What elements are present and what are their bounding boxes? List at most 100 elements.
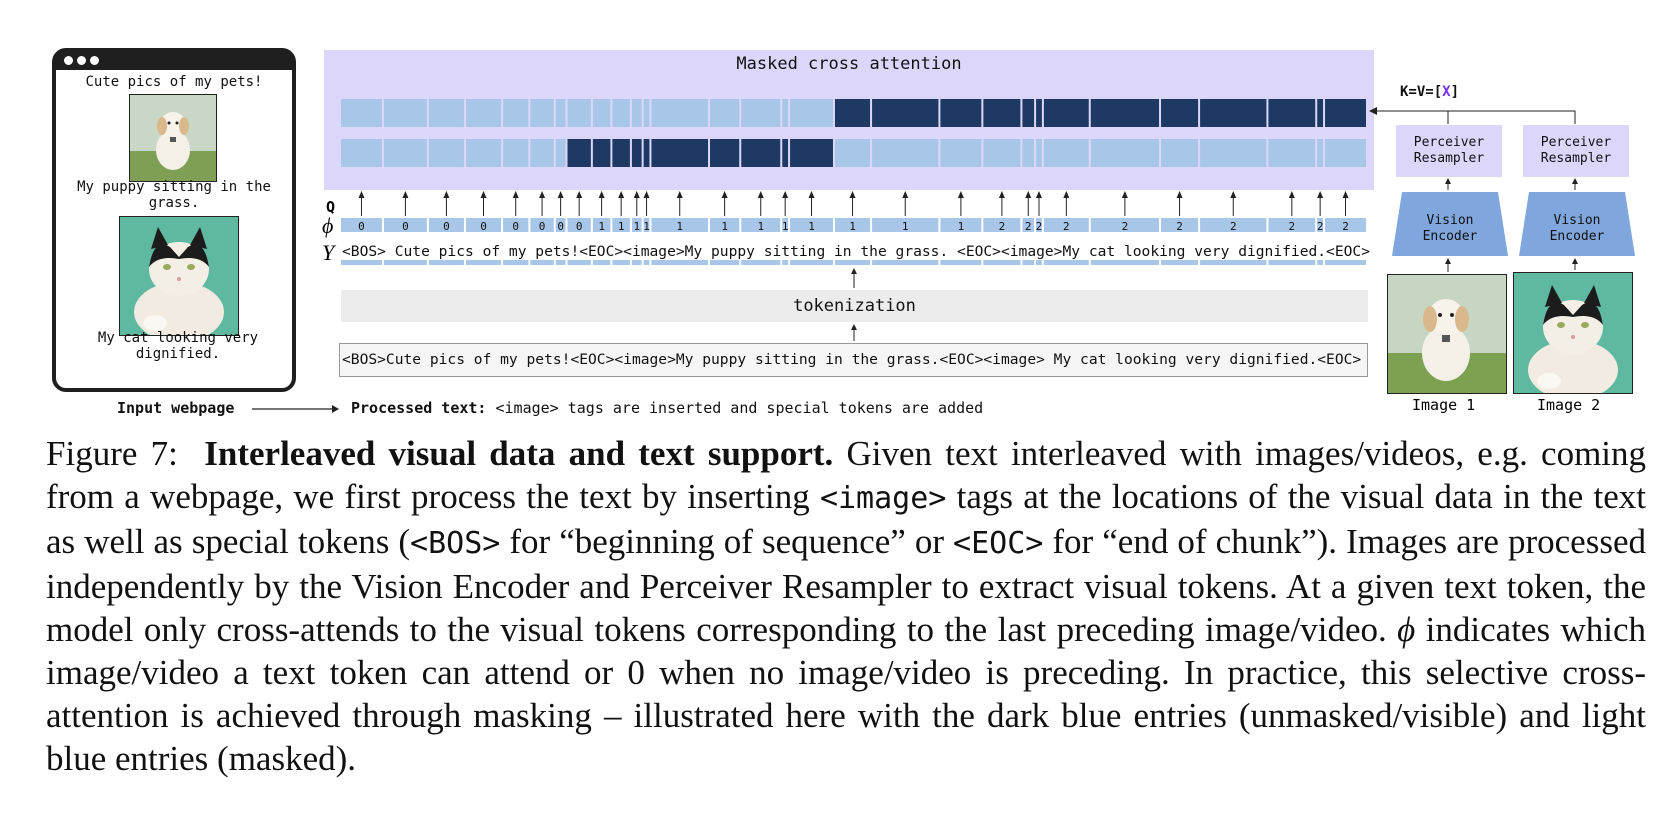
arrow-right-icon <box>252 405 339 413</box>
window-dot-icon <box>77 56 86 65</box>
processed-text-label: Processed text: <image> tags are inserte… <box>351 399 983 417</box>
phi-cell <box>983 218 1021 232</box>
phi-value: 1 <box>757 220 764 233</box>
y-underline-cell <box>465 260 502 265</box>
caption-part-4: for “end of chunk”). Images are processe… <box>46 522 1646 649</box>
arrow-up-icon <box>1230 191 1237 198</box>
y-underline-cell <box>1200 260 1267 265</box>
y-underline-cell <box>1161 260 1199 265</box>
y-underline-cell <box>1317 260 1324 265</box>
y-underline-cell <box>555 260 566 265</box>
phi-value: 2 <box>1289 220 1296 233</box>
phi-cell <box>651 218 709 232</box>
phi-cell <box>1317 218 1324 232</box>
kv-label: K=V=[X] <box>1400 84 1459 100</box>
phi-value: 1 <box>958 220 965 233</box>
window-titlebar <box>56 52 292 70</box>
cat-image-icon <box>120 217 238 335</box>
y-underline-cell <box>1325 260 1366 265</box>
phi-value: 0 <box>512 220 519 233</box>
arrow-up-icon <box>480 191 487 198</box>
caption-code-bos: <BOS> <box>410 526 501 561</box>
puppy-image-icon <box>130 95 216 181</box>
phi-cell <box>1161 218 1199 232</box>
phi-cell <box>1200 218 1267 232</box>
puppy-image-icon <box>1388 275 1506 393</box>
phi-cell <box>428 218 464 232</box>
arrow-up-icon <box>808 191 815 198</box>
phi-cell <box>555 218 566 232</box>
y-underline-cell <box>872 260 939 265</box>
perceiver-resampler-2: Perceiver Resampler <box>1523 125 1629 177</box>
vision-encoder-2-label: Vision Encoder <box>1549 213 1605 244</box>
arrow-up-icon <box>539 191 546 198</box>
arrow-up-icon <box>902 191 909 198</box>
phi-value: 1 <box>849 220 856 233</box>
cat-photo-thumbnail <box>119 216 239 336</box>
caption-phi: ϕ <box>1397 610 1416 649</box>
phi-value: 0 <box>443 220 450 233</box>
y-underline-cell <box>741 260 781 265</box>
arrow-up-icon <box>957 191 964 198</box>
figure: Cute pics of my pets! My puppy sitting i… <box>52 48 1635 417</box>
phi-value: 2 <box>1025 220 1032 233</box>
phi-value: 1 <box>902 220 909 233</box>
arrow-up-icon <box>1121 191 1128 198</box>
phi-cell <box>790 218 833 232</box>
window-dot-icon <box>64 56 73 65</box>
phi-value: 1 <box>618 220 625 233</box>
vision-encoder-1-shape <box>1392 192 1508 256</box>
caption-part-3: for “beginning of sequence” or <box>509 522 944 561</box>
phi-cell <box>592 218 611 232</box>
phi-cell <box>710 218 740 232</box>
y-underline-cell <box>782 260 789 265</box>
phi-value: 0 <box>557 220 564 233</box>
y-underline-cell <box>341 260 382 265</box>
input-webpage-label: Input webpage <box>117 399 235 417</box>
phi-value: 0 <box>480 220 487 233</box>
raw-text: <BOS>Cute pics of my pets!<EOC><image>My… <box>342 351 1362 368</box>
arrow-up-icon <box>1445 178 1451 184</box>
perceiver-resampler-1-label: Perceiver Resampler <box>1413 135 1485 166</box>
phi-value: 1 <box>782 220 789 233</box>
phi-value: 1 <box>598 220 605 233</box>
tokenization-label: tokenization <box>793 296 916 316</box>
y-underline-cell <box>643 260 650 265</box>
phi-value: 1 <box>643 220 650 233</box>
y-underline-cell <box>383 260 427 265</box>
processed-text-rest: <image> tags are inserted and special to… <box>495 399 984 417</box>
phi-value: 2 <box>999 220 1006 233</box>
y-underline-cell <box>1036 260 1042 265</box>
raw-text-box: <BOS>Cute pics of my pets!<EOC><image>My… <box>339 343 1368 377</box>
image-2-photo <box>1513 272 1633 394</box>
y-underline-cell <box>503 260 529 265</box>
vision-encoder-1-label: Vision Encoder <box>1422 213 1478 244</box>
webpage-caption-puppy: My puppy sitting in the grass. <box>77 179 271 211</box>
arrow-up-icon <box>849 191 856 198</box>
arrow-up-icon <box>1176 191 1183 198</box>
phi-value: 2 <box>1176 220 1183 233</box>
phi-cell <box>612 218 630 232</box>
y-underline-cell <box>631 260 642 265</box>
arrow-up-icon <box>576 191 583 198</box>
figure-caption: Figure 7: Interleaved visual data and te… <box>46 432 1646 780</box>
webpage-heading: Cute pics of my pets! <box>85 74 263 90</box>
perceiver-resampler-2-label: Perceiver Resampler <box>1540 135 1612 166</box>
arrow-up-icon <box>557 191 564 198</box>
arrow-up-icon <box>757 191 764 198</box>
phi-cell <box>530 218 554 232</box>
input-webpage-frame: Cute pics of my pets! My puppy sitting i… <box>52 48 296 392</box>
vision-encoder-2-shape <box>1519 192 1635 256</box>
phi-cell <box>1036 218 1042 232</box>
phi-value: 0 <box>358 220 365 233</box>
y-underline-cell <box>428 260 464 265</box>
caption-part-1: Given text interleaved with images/video… <box>46 434 1647 516</box>
phi-cell <box>383 218 427 232</box>
token-sequence-text: <BOS> Cute pics of my pets!<EOC><image>M… <box>342 243 1370 260</box>
window-dot-icon <box>90 56 99 65</box>
phi-cell <box>741 218 781 232</box>
arrow-up-icon <box>721 191 728 198</box>
processed-text-bold: Processed text: <box>351 399 487 417</box>
phi-value: 2 <box>1342 220 1349 233</box>
arrow-up-icon <box>402 191 409 198</box>
